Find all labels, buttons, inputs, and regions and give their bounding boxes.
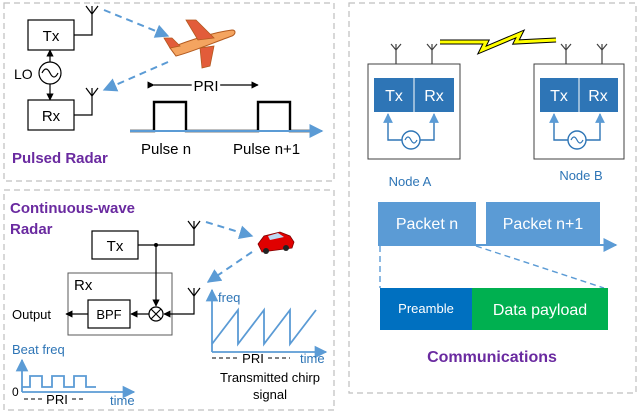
pulsed-rx-label: Rx: [42, 108, 61, 125]
packet-n-block: [378, 202, 476, 244]
sine-icon: [41, 68, 59, 78]
beat-zero-label: 0: [12, 385, 19, 399]
preamble-label: Preamble: [398, 301, 454, 316]
cw-tx-box: [91, 230, 139, 260]
node-b-label: Node B: [559, 168, 602, 183]
pulsed-radar-section: Tx Rx LO PRI Pulse n Pulse n+1: [12, 5, 324, 167]
cw-bpf-box: [87, 299, 131, 329]
node-a-rx-label: Rx: [424, 88, 444, 105]
payload-label: Data payload: [493, 302, 587, 319]
comms-title: Communications: [427, 349, 557, 366]
preamble-block: [380, 288, 472, 330]
node-b-tx-label: Tx: [550, 88, 568, 105]
node-a-tx-label: Tx: [385, 88, 403, 105]
node-b-antenna-rx-icon: [596, 43, 608, 51]
pulsed-rx-antenna-icon: [85, 87, 99, 97]
cw-rx-label: Rx: [74, 277, 93, 294]
chirp-caption-line1: Transmitted chirp: [220, 370, 320, 385]
comms-panel-frame: [348, 2, 637, 394]
node-b-rx-block: [579, 78, 618, 112]
pulsed-tx-antenna-icon: [85, 5, 99, 15]
packet-n1-block: [486, 202, 600, 244]
pulsed-lo-label: LO: [14, 66, 33, 82]
pulsed-panel-frame: [3, 2, 335, 182]
cw-radar-section: Continuous-wave Radar Tx Rx BPF Output: [10, 200, 328, 408]
beat-freq-label: Beat freq: [12, 342, 65, 357]
node-a-antenna-tx-icon: [390, 43, 402, 51]
cw-bpf-label: BPF: [96, 307, 121, 322]
beat-pri-label: PRI: [46, 392, 68, 407]
pulsed-tx-label: Tx: [43, 28, 60, 45]
cw-rx-frame: [67, 272, 173, 336]
pulse-n-label: Pulse n: [141, 141, 191, 158]
cw-title-line2: Radar: [10, 221, 53, 238]
chirp-pri-label: PRI: [242, 351, 264, 366]
payload-block: [472, 288, 608, 330]
chirp-sawtooth: [211, 307, 317, 347]
pulse-n1-label: Pulse n+1: [233, 141, 300, 158]
chirp-freq-label: freq: [218, 290, 240, 305]
wireless-link-icon: [440, 31, 557, 53]
node-b-rx-label: Rx: [588, 88, 608, 105]
cw-tx-antenna-icon: [187, 220, 201, 230]
beat-time-label: time: [110, 393, 135, 408]
packet-n1-label: Packet n+1: [503, 216, 584, 233]
node-a-tx-block: [374, 78, 414, 112]
node-b-tx-block: [540, 78, 579, 112]
pulsed-pri-label: PRI: [193, 78, 218, 95]
chirp-caption-line2: signal: [253, 387, 287, 402]
pulsed-radar-title: Pulsed Radar: [12, 150, 108, 167]
cw-rx-antenna-icon: [187, 287, 201, 297]
pulse-train: [130, 100, 312, 133]
cw-title-line1: Continuous-wave: [10, 200, 135, 217]
node-a-label: Node A: [389, 174, 432, 189]
beat-signal: [22, 375, 96, 388]
node-a-antenna-rx-icon: [426, 43, 438, 51]
node-a-rx-block: [414, 78, 454, 112]
comms-section: Tx Rx Node A Tx Rx Node B Packet n: [367, 29, 625, 366]
car-icon: [257, 231, 295, 254]
chirp-time-label: time: [300, 351, 325, 366]
cw-output-label: Output: [12, 307, 51, 322]
cw-panel-frame: [3, 189, 335, 411]
packet-n-label: Packet n: [396, 216, 458, 233]
airplane-icon: [163, 19, 236, 69]
node-b-antenna-tx-icon: [560, 43, 572, 51]
cw-tx-label: Tx: [107, 238, 124, 255]
